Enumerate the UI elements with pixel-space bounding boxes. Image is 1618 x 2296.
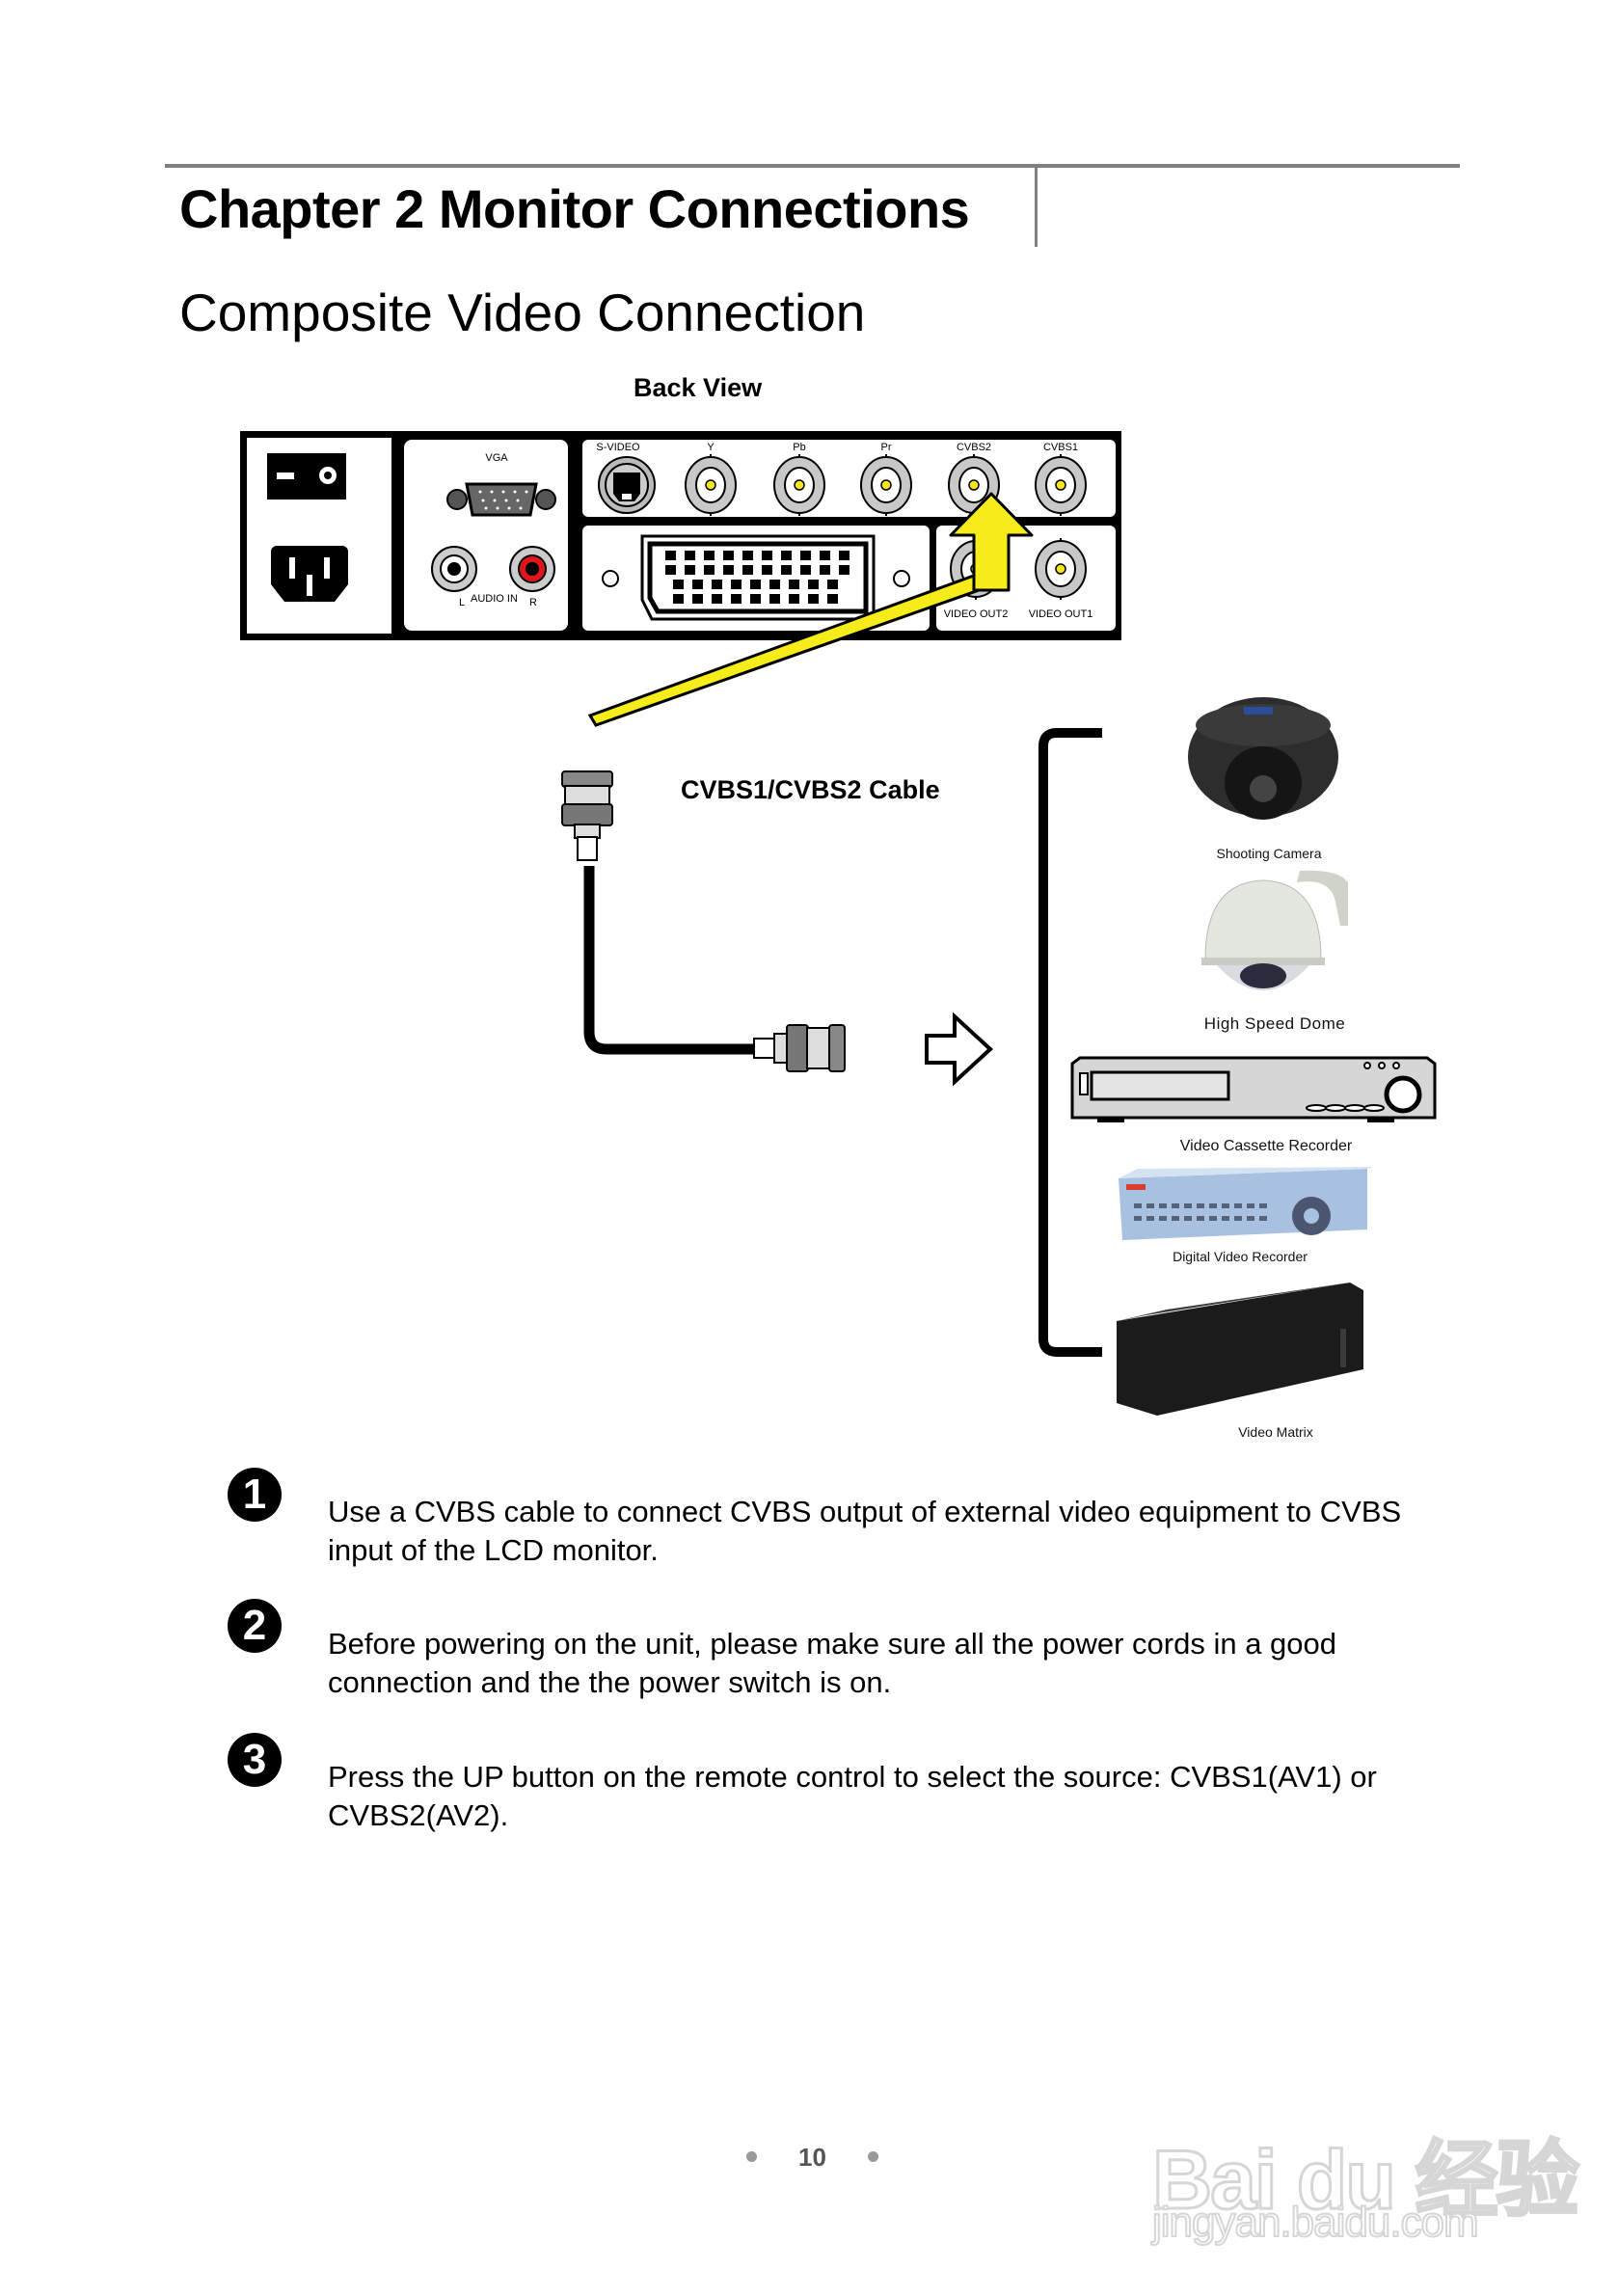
port-label-cvbs1: CVBS1 [1043, 442, 1078, 453]
audio-right-jack-icon [509, 546, 555, 592]
circled-number-2-icon: 2 [228, 1599, 282, 1653]
header-divider [1035, 166, 1038, 247]
step-3-text: Press the UP button on the remote contro… [328, 1760, 1377, 1832]
bnc-port-cvbs1-icon [1035, 454, 1087, 516]
device-bracket [1038, 728, 1102, 1357]
port-label-s-video: S-VIDEO [596, 442, 640, 453]
baidu-watermark: Bai du 经验 jingyan.baidu.com [1151, 2102, 1581, 2248]
page-dot-right [868, 2151, 878, 2162]
digital-video-recorder-image [1119, 1167, 1373, 1240]
back-view-label: Back View [634, 373, 763, 402]
circled-number-1-icon: 1 [228, 1468, 282, 1522]
shooting-camera-image [1188, 697, 1338, 820]
device-caption: High Speed Dome [1203, 1014, 1346, 1033]
circled-number-3-icon: 3 [228, 1733, 282, 1787]
device-caption: Video Cassette Recorder [1179, 1138, 1353, 1154]
page-number: 10 [798, 2143, 826, 2172]
bnc-port-pb-icon [773, 454, 825, 516]
vga-port-icon [446, 482, 556, 517]
vga-label: VGA [485, 452, 508, 464]
port-label-cvbs2: CVBS2 [957, 442, 991, 453]
watermark-url: jingyan.baidu.com [1151, 2198, 1480, 2247]
watermark-logo: Bai du 经验 [1151, 2133, 1581, 2228]
audio-right-label: R [529, 597, 537, 608]
video-cassette-recorder-image [1070, 1056, 1437, 1122]
audio-left-jack-icon [431, 546, 477, 592]
port-label-pr: Pr [881, 442, 892, 453]
port-label-y: Y [707, 442, 715, 453]
right-arrow-icon [925, 1012, 993, 1087]
cable-label: CVBS1/CVBS2 Cable [681, 775, 940, 804]
port-label-video-out1: VIDEO OUT1 [1029, 608, 1093, 620]
chapter-title: Chapter 2 Monitor Connections [179, 178, 970, 239]
power-socket-icon [271, 546, 348, 602]
output-labels: VIDEO OUT2 VIDEO OUT1 [944, 608, 1093, 620]
device-caption: Video Matrix [1238, 1424, 1313, 1440]
device-caption: Digital Video Recorder [1173, 1249, 1308, 1264]
input-labels: S-VIDEO Y Pb Pr CVBS2 CVBS1 [596, 442, 1078, 453]
bnc-port-y-icon [685, 454, 737, 516]
yellow-arrow-icon [587, 492, 1034, 727]
step-1-text: Use a CVBS cable to connect CVBS output … [328, 1495, 1402, 1567]
audio-left-label: L [459, 597, 465, 608]
device-caption: Shooting Camera [1216, 846, 1322, 861]
step-2-text: Before powering on the unit, please make… [328, 1627, 1337, 1699]
connection-diagram: VGA L AUDIO IN R S-VIDEO Y Pb Pr CVBS2 CVBS1 [240, 431, 1437, 1416]
scart-port-icon [602, 534, 910, 621]
page-dot-left [746, 2151, 757, 2162]
section-title: Composite Video Connection [179, 283, 866, 342]
bnc-port-video-out1-icon [1035, 538, 1087, 600]
port-label-video-out2: VIDEO OUT2 [944, 608, 1009, 620]
power-switch-icon [267, 453, 346, 500]
s-video-port-icon [598, 456, 656, 514]
video-matrix-image [1117, 1283, 1363, 1416]
port-label-pb: Pb [793, 442, 805, 453]
header-rule [165, 164, 1460, 168]
high-speed-dome-image [1201, 870, 1348, 990]
cvbs-cable-icon [561, 770, 846, 1072]
audio-in-label: AUDIO IN [471, 593, 518, 605]
bnc-port-pr-icon [860, 454, 912, 516]
